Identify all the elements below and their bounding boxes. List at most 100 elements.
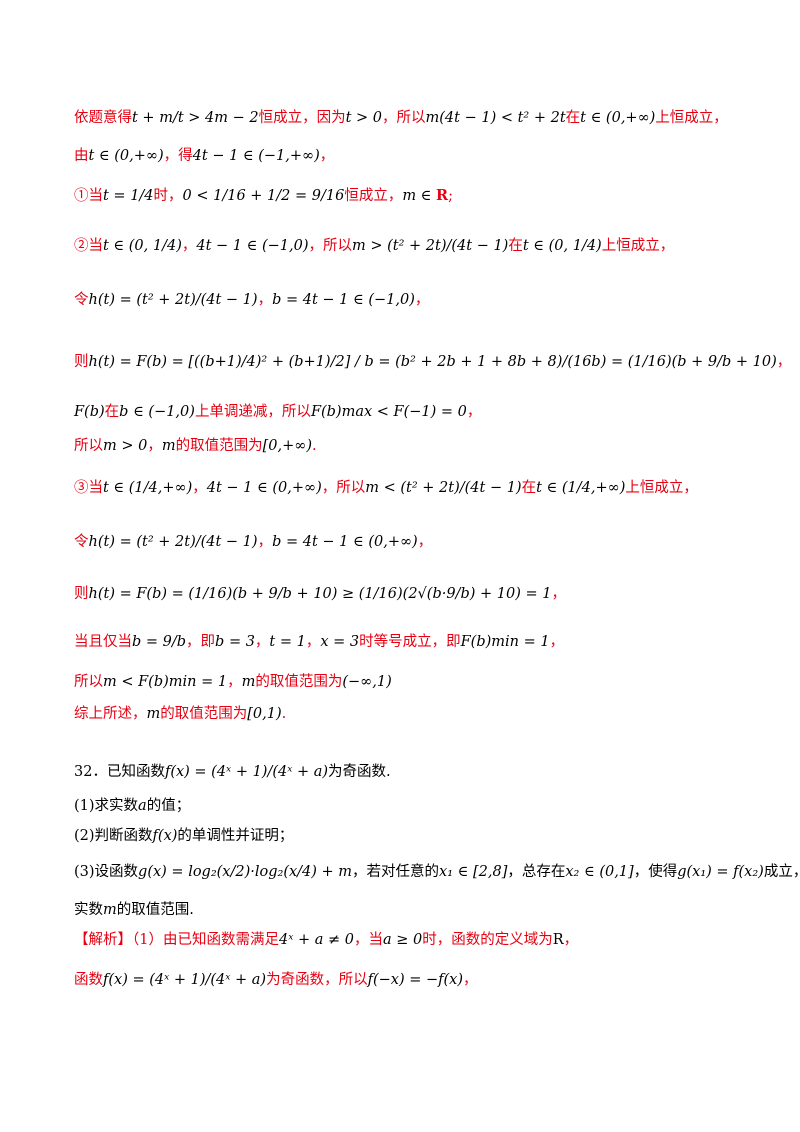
math-expression: 4t − 1 ∈ (−1,+∞) xyxy=(192,148,320,164)
text-segment: 在 xyxy=(508,238,523,254)
math-expression: h(t) = (t² + 2t)/(4t − 1) xyxy=(88,292,258,308)
math-expression: m xyxy=(241,674,256,690)
text-segment: 32．已知函数 xyxy=(74,764,165,780)
text-line: F(b)在b ∈ (−1,0)上单调递减，所以F(b)max < F(−1) =… xyxy=(74,402,726,422)
text-line: 则h(t) = F(b) = [((b+1)/4)² + (b+1)/2] / … xyxy=(74,352,791,372)
text-segment: 当且仅当 xyxy=(74,634,132,650)
math-expression: (−∞,1) xyxy=(342,674,392,690)
text-line: ①当t = 1/4时，0 < 1/16 + 1/2 = 9/16恒成立，m ∈ … xyxy=(74,186,726,206)
math-expression: x₂ ∈ (0,1] xyxy=(565,864,634,880)
math-expression: h(t) = F(b) = [((b+1)/4)² + (b+1)/2] / b… xyxy=(88,354,777,370)
math-expression: b = 4t − 1 ∈ (0,+∞) xyxy=(272,534,418,550)
text-segment: 的值； xyxy=(146,798,191,814)
math-expression: m > 0 xyxy=(103,438,148,454)
text-segment: 则 xyxy=(74,354,89,370)
math-expression: m < F(b)min = 1 xyxy=(103,674,228,690)
text-line: 则h(t) = F(b) = (1/16)(b + 9/b + 10) ≥ (1… xyxy=(74,584,726,604)
text-segment: ①当 xyxy=(74,188,103,204)
text-segment: ，使得 xyxy=(633,864,678,880)
text-segment: 函数 xyxy=(74,972,103,988)
math-expression: t ∈ (1/4,+∞) xyxy=(536,480,626,496)
math-expression: x = 3 xyxy=(320,634,360,650)
math-expression: 0 < 1/16 + 1/2 = 9/16 xyxy=(182,188,345,204)
math-expression: m < (t² + 2t)/(4t − 1) xyxy=(365,480,522,496)
math-expression: t + m/t > 4m − 2 xyxy=(132,110,259,126)
math-expression: t ∈ (1/4,+∞) xyxy=(103,480,193,496)
text-segment: ，总存在 xyxy=(507,864,566,880)
text-line: ③当t ∈ (1/4,+∞)，4t − 1 ∈ (0,+∞)，所以m < (t²… xyxy=(74,478,726,498)
math-expression: a xyxy=(138,798,147,814)
math-expression: x₁ ∈ [2,8] xyxy=(439,864,508,880)
text-line: 依题意得t + m/t > 4m − 2恒成立，因为t > 0，所以m(4t −… xyxy=(74,108,728,128)
text-segment: (2)判断函数 xyxy=(74,828,153,844)
text-line: 32．已知函数f(x) = (4ˣ + 1)/(4ˣ + a)为奇函数. xyxy=(74,762,726,782)
text-segment: (1)求实数 xyxy=(74,798,139,814)
math-expression: f(x) = (4ˣ + 1)/(4ˣ + a) xyxy=(103,972,267,988)
text-segment: 所以 xyxy=(74,438,103,454)
math-expression: F(b)max < F(−1) = 0 xyxy=(310,404,467,420)
text-segment: 令 xyxy=(74,292,89,308)
text-segment: 上恒成立， xyxy=(655,110,728,126)
math-expression: t > 0 xyxy=(345,110,383,126)
text-segment: 的取值范围. xyxy=(116,902,194,918)
text-segment: ，得 xyxy=(163,148,193,164)
text-segment: ， xyxy=(227,674,242,690)
text-segment: . xyxy=(281,706,287,722)
text-line: 所以m < F(b)min = 1，m的取值范围为(−∞,1) xyxy=(74,672,726,692)
math-expression: g(x₁) = f(x₂) xyxy=(677,864,764,880)
text-segment: 令 xyxy=(74,534,89,550)
text-line: 所以m > 0，m的取值范围为[0,+∞). xyxy=(74,436,726,456)
text-segment: ， xyxy=(414,292,430,308)
text-segment: 恒成立， xyxy=(344,188,403,204)
text-segment: ，所以 xyxy=(382,110,426,126)
math-expression: t ∈ (0, 1/4) xyxy=(103,238,182,254)
text-segment: 时，函数的定义域为 xyxy=(422,932,553,948)
math-expression: [0,1) xyxy=(247,706,282,722)
text-segment: 时等号成立，即 xyxy=(359,634,461,650)
text-segment: ， xyxy=(254,634,270,650)
math-expression: t ∈ (0, 1/4) xyxy=(522,238,602,254)
math-expression: a ≥ 0 xyxy=(382,932,423,948)
math-expression: m xyxy=(146,706,161,722)
math-expression: b ∈ (−1,0) xyxy=(119,404,195,420)
text-line: 函数f(x) = (4ˣ + 1)/(4ˣ + a)为奇函数，所以f(−x) =… xyxy=(74,970,726,990)
text-line: 由t ∈ (0,+∞)，得4t − 1 ∈ (−1,+∞)， xyxy=(74,146,726,166)
text-segment: (3)设函数 xyxy=(74,864,139,880)
math-expression: h(t) = (t² + 2t)/(4t − 1) xyxy=(88,534,258,550)
text-line: 令h(t) = (t² + 2t)/(4t − 1) ，b = 4t − 1 ∈ … xyxy=(74,532,726,552)
math-expression: 4t − 1 ∈ (−1,0) xyxy=(196,238,309,254)
math-expression: f(x) = (4ˣ + 1)/(4ˣ + a) xyxy=(164,764,329,780)
text-line: 令h(t) = (t² + 2t)/(4t − 1) ，b = 4t − 1 ∈ … xyxy=(74,290,726,310)
text-segment: 则 xyxy=(74,586,89,602)
math-expression: b = 4t − 1 ∈ (−1,0) xyxy=(272,292,415,308)
text-segment: 依题意得 xyxy=(74,110,132,126)
text-line: 【解析】（1）由已知函数需满足4ˣ + a ≠ 0，当a ≥ 0时，函数的定义域… xyxy=(74,930,726,950)
math-expression: f(−x) = −f(x) xyxy=(367,972,463,988)
math-expression: m xyxy=(103,902,117,918)
text-segment: ，若对任意的 xyxy=(352,864,440,880)
text-segment: ，所以 xyxy=(308,238,353,254)
text-segment: 综上所述， xyxy=(74,706,147,722)
text-segment: ， xyxy=(462,972,478,988)
text-segment: ③当 xyxy=(74,480,103,496)
text-segment: ，所以 xyxy=(321,480,366,496)
text-segment: 所以 xyxy=(74,674,103,690)
text-segment: 上单调递减，所以 xyxy=(194,404,311,420)
text-segment: ， xyxy=(466,404,482,420)
math-expression: 4ˣ + a ≠ 0 xyxy=(278,932,354,948)
text-line: 实数m的取值范围. xyxy=(74,900,726,920)
text-segment: ，即 xyxy=(186,634,216,650)
text-segment: 的取值范围为 xyxy=(160,706,248,722)
math-expression: F(b)min = 1 xyxy=(460,634,550,650)
text-segment: ， xyxy=(551,586,566,602)
text-segment: ， xyxy=(417,534,433,550)
text-segment: ， xyxy=(563,932,579,948)
text-segment: ， xyxy=(192,480,207,496)
math-expression: g(x) = log₂(x/2)·log₂(x/4) + m xyxy=(138,864,353,880)
text-segment: ， xyxy=(549,634,565,650)
text-segment: 时， xyxy=(153,188,183,204)
math-expression: m(4t − 1) < t² + 2t xyxy=(425,110,566,126)
text-segment: 由 xyxy=(74,148,89,164)
text-line: (3)设函数g(x) = log₂(x/2)·log₂(x/4) + m，若对任… xyxy=(74,862,800,882)
text-segment: 在 xyxy=(104,404,120,420)
